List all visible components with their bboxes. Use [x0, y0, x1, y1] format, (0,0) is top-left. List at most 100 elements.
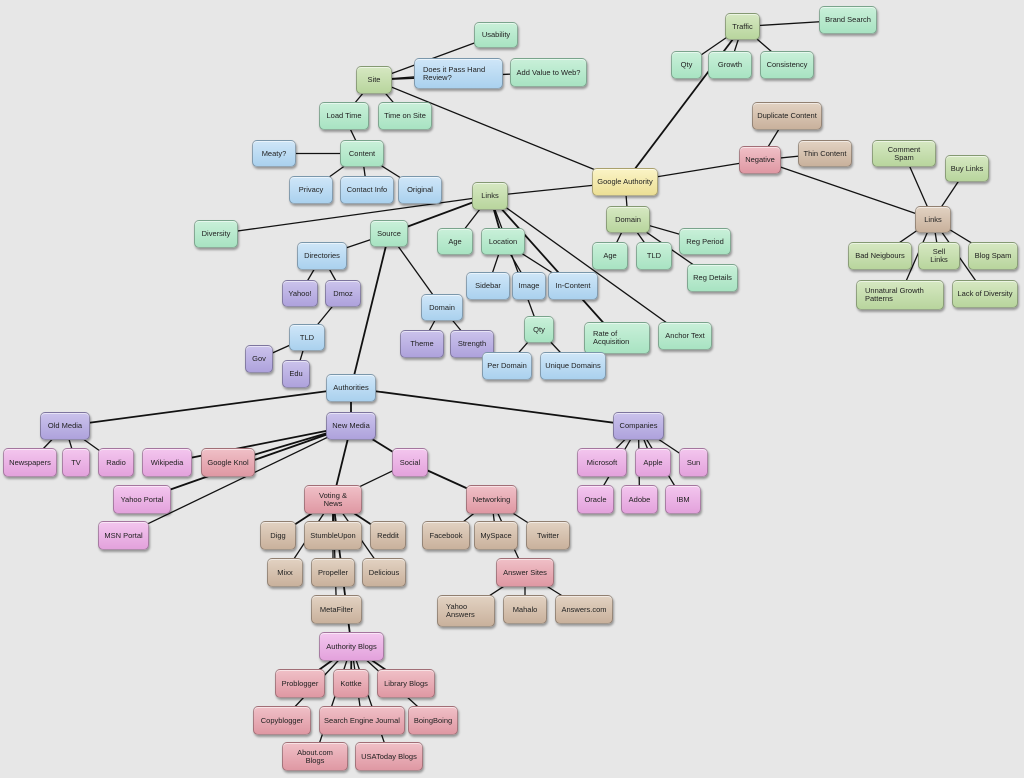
node-edu[interactable]: Edu — [282, 360, 310, 388]
node-social[interactable]: Social — [392, 448, 428, 477]
node-sun[interactable]: Sun — [679, 448, 708, 477]
node-time-on-site[interactable]: Time on Site — [378, 102, 432, 130]
node-msn-portal[interactable]: MSN Portal — [98, 521, 149, 550]
node-google-knol[interactable]: Google Knol — [201, 448, 255, 477]
node-voting-news[interactable]: Voting & News — [304, 485, 362, 514]
node-comment-spam[interactable]: Comment Spam — [872, 140, 936, 167]
node-load-time[interactable]: Load Time — [319, 102, 369, 130]
node-answer-sites[interactable]: Answer Sites — [496, 558, 554, 587]
node-radio[interactable]: Radio — [98, 448, 134, 477]
node-mahalo[interactable]: Mahalo — [503, 595, 547, 624]
node-traffic[interactable]: Traffic — [725, 13, 760, 40]
node-bad-neighbours[interactable]: Bad Neigbours — [848, 242, 912, 270]
node-domain-age[interactable]: Age — [592, 242, 628, 270]
node-contact-info[interactable]: Contact Info — [340, 176, 394, 204]
node-newspapers[interactable]: Newspapers — [3, 448, 57, 477]
node-unnatural-growth[interactable]: Unnatural Growth Patterns — [856, 280, 944, 310]
node-propeller[interactable]: Propeller — [311, 558, 355, 587]
node-usability[interactable]: Usability — [474, 22, 518, 48]
node-authority-blogs[interactable]: Authority Blogs — [319, 632, 384, 661]
node-sidebar[interactable]: Sidebar — [466, 272, 510, 300]
node-in-content[interactable]: In-Content — [548, 272, 598, 300]
node-meaty[interactable]: Meaty? — [252, 140, 296, 167]
node-myspace[interactable]: MySpace — [474, 521, 518, 550]
node-directories[interactable]: Directories — [297, 242, 347, 270]
node-oracle[interactable]: Oracle — [577, 485, 614, 514]
node-neg-links[interactable]: Links — [915, 206, 951, 233]
node-dmoz[interactable]: Dmoz — [325, 280, 361, 307]
node-duplicate-content[interactable]: Duplicate Content — [752, 102, 822, 130]
node-hand-review[interactable]: Does it Pass Hand Review? — [414, 58, 503, 89]
node-apple[interactable]: Apple — [635, 448, 671, 477]
node-site[interactable]: Site — [356, 66, 392, 94]
node-search-engine-journal[interactable]: Search Engine Journal — [319, 706, 405, 735]
node-blog-spam[interactable]: Blog Spam — [968, 242, 1018, 270]
node-gov[interactable]: Gov — [245, 345, 273, 373]
node-traffic-qty[interactable]: Qty — [671, 51, 702, 79]
node-yahoo-directory[interactable]: Yahoo! — [282, 280, 318, 307]
node-digg[interactable]: Digg — [260, 521, 296, 550]
node-reg-period[interactable]: Reg Period — [679, 228, 731, 255]
node-reddit[interactable]: Reddit — [370, 521, 406, 550]
node-brand-search[interactable]: Brand Search — [819, 6, 877, 34]
node-domain[interactable]: Domain — [606, 206, 650, 233]
node-source[interactable]: Source — [370, 220, 408, 247]
node-metafilter[interactable]: MetaFilter — [311, 595, 362, 624]
connector-new_media-wikipedia — [166, 425, 352, 464]
node-add-value[interactable]: Add Value to Web? — [510, 58, 587, 87]
node-negative[interactable]: Negative — [739, 146, 781, 174]
connector-voting_news-metafilter — [332, 499, 338, 610]
node-unique-domains[interactable]: Unique Domains — [540, 352, 606, 380]
node-sell-links[interactable]: Sell Links — [918, 242, 960, 270]
node-lack-diversity[interactable]: Lack of Diversity — [952, 280, 1018, 308]
node-boingboing[interactable]: BoingBoing — [408, 706, 458, 735]
node-reg-details[interactable]: Reg Details — [687, 264, 738, 292]
node-companies[interactable]: Companies — [613, 412, 664, 440]
node-links[interactable]: Links — [472, 182, 508, 210]
node-tv[interactable]: TV — [62, 448, 90, 477]
node-google-authority[interactable]: Google Authority — [592, 168, 658, 196]
node-content[interactable]: Content — [340, 140, 384, 167]
node-copyblogger[interactable]: Copyblogger — [253, 706, 311, 735]
node-about-blogs[interactable]: About.com Blogs — [282, 742, 348, 771]
node-delicious[interactable]: Delicious — [362, 558, 406, 587]
node-tld-green[interactable]: TLD — [636, 242, 672, 270]
node-ibm[interactable]: IBM — [665, 485, 701, 514]
node-stumbleupon[interactable]: StumbleUpon — [304, 521, 362, 550]
node-original[interactable]: Original — [398, 176, 442, 204]
node-problogger[interactable]: Problogger — [275, 669, 325, 698]
node-links-qty[interactable]: Qty — [524, 316, 554, 343]
node-source-domain[interactable]: Domain — [421, 294, 463, 321]
node-theme[interactable]: Theme — [400, 330, 444, 358]
node-tld-blue[interactable]: TLD — [289, 324, 325, 351]
node-old-media[interactable]: Old Media — [40, 412, 90, 440]
node-answers-com[interactable]: Answers.com — [555, 595, 613, 624]
node-library-blogs[interactable]: Library Blogs — [377, 669, 435, 698]
node-growth[interactable]: Growth — [708, 51, 752, 79]
node-image[interactable]: Image — [512, 272, 546, 300]
node-diversity[interactable]: Diversity — [194, 220, 238, 248]
node-mixx[interactable]: Mixx — [267, 558, 303, 587]
node-adobe[interactable]: Adobe — [621, 485, 658, 514]
node-yahoo-portal[interactable]: Yahoo Portal — [113, 485, 171, 514]
node-anchor-text[interactable]: Anchor Text — [658, 322, 712, 350]
node-kottke[interactable]: Kottke — [333, 669, 369, 698]
node-rate-acquisition[interactable]: Rate of Acquisition — [584, 322, 650, 354]
node-authorities[interactable]: Authorities — [326, 374, 376, 402]
node-microsoft[interactable]: Microsoft — [577, 448, 627, 477]
node-twitter[interactable]: Twitter — [526, 521, 570, 550]
node-buy-links[interactable]: Buy Links — [945, 155, 989, 182]
node-new-media[interactable]: New Media — [326, 412, 376, 440]
node-per-domain[interactable]: Per Domain — [482, 352, 532, 380]
node-link-age[interactable]: Age — [437, 228, 473, 255]
node-wikipedia[interactable]: Wikipedia — [142, 448, 192, 477]
node-privacy[interactable]: Privacy — [289, 176, 333, 204]
node-location[interactable]: Location — [481, 228, 525, 255]
node-yahoo-answers[interactable]: Yahoo Answers — [437, 595, 495, 627]
node-facebook[interactable]: Facebook — [422, 521, 470, 550]
connector-source-authorities — [350, 233, 390, 389]
node-thin-content[interactable]: Thin Content — [798, 140, 852, 167]
node-usatoday-blogs[interactable]: USAToday Blogs — [355, 742, 423, 771]
node-consistency[interactable]: Consistency — [760, 51, 814, 79]
node-networking[interactable]: Networking — [466, 485, 517, 514]
